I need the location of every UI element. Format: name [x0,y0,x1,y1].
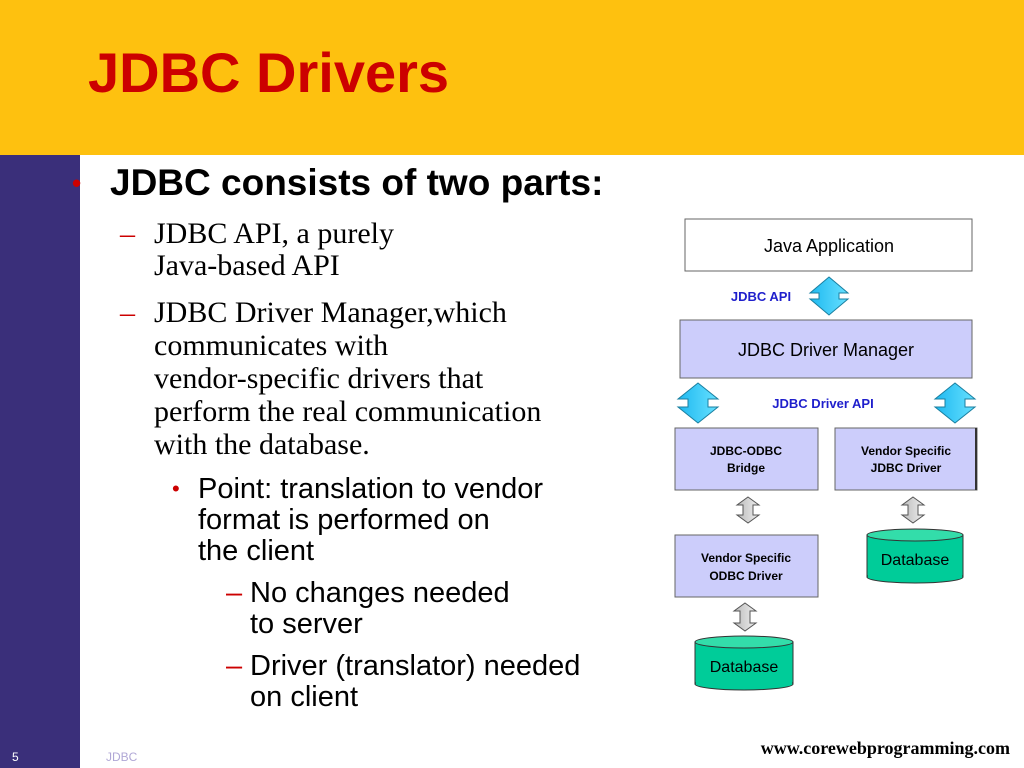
sub-item-line: JDBC API, a purely [154,217,394,250]
vendor-jdbc-driver-box [834,427,978,491]
title-band [0,0,1024,155]
point-line: the client [198,535,315,567]
double-arrow-icon [735,496,761,524]
database-bottom-label: Database [710,659,779,676]
dash-icon: – [226,650,243,682]
driver-manager-label: JDBC Driver Manager [738,340,914,360]
sub-item-line: Java-based API [154,249,340,282]
vendor-jdbc-label-line1: Vendor Specific [861,444,951,458]
subpoint-line: to server [250,608,363,640]
dash-icon: – [226,577,243,609]
subpoint-line: Driver (translator) needed [250,650,581,682]
driver-manager-box [679,319,973,379]
bullet-icon: • [72,168,82,198]
sub-item-line: JDBC Driver Manager,which [154,296,507,329]
subpoint-line: on client [250,681,359,713]
double-arrow-icon [676,382,720,424]
sub-item-line: vendor-specific drivers that [154,362,484,395]
driver-api-label: JDBC Driver API [772,396,873,411]
subpoint-line: No changes needed [250,577,510,609]
point-line: format is performed on [198,504,490,536]
dash-icon: – [120,217,135,250]
main-bullet-text: JDBC consists of two parts: [110,162,604,203]
bridge-label-line1: JDBC-ODBC [710,444,782,458]
vendor-odbc-label-line1: Vendor Specific [701,551,791,565]
java-application-label: Java Application [764,236,894,256]
footer-label: JDBC [106,750,138,764]
page-number: 5 [12,750,19,764]
jdbc-api-label: JDBC API [731,289,791,304]
double-arrow-icon [900,496,926,524]
database-right-icon [866,528,964,584]
double-arrow-icon [808,276,850,316]
database-bottom-icon [694,635,794,691]
double-arrow-icon [732,602,758,632]
slide-title: JDBC Drivers [88,41,450,104]
footer-url: www.corewebprogramming.com [760,738,1010,758]
jdbc-odbc-bridge-box [674,427,819,491]
vendor-odbc-driver-box [674,534,819,598]
sub-item-line: with the database. [154,428,370,461]
dash-icon: – [120,296,135,329]
vendor-odbc-label-line2: ODBC Driver [709,569,783,583]
database-right-label: Database [881,552,950,569]
bullet-icon: • [172,476,180,501]
point-line: Point: translation to vendor [198,473,543,505]
java-application-box [684,218,973,272]
sub-item-line: perform the real communication [154,395,542,428]
double-arrow-icon [933,382,977,424]
bridge-label-line2: Bridge [727,461,765,475]
sub-item-line: communicates with [154,329,389,362]
vendor-jdbc-label-line2: JDBC Driver [871,461,942,475]
